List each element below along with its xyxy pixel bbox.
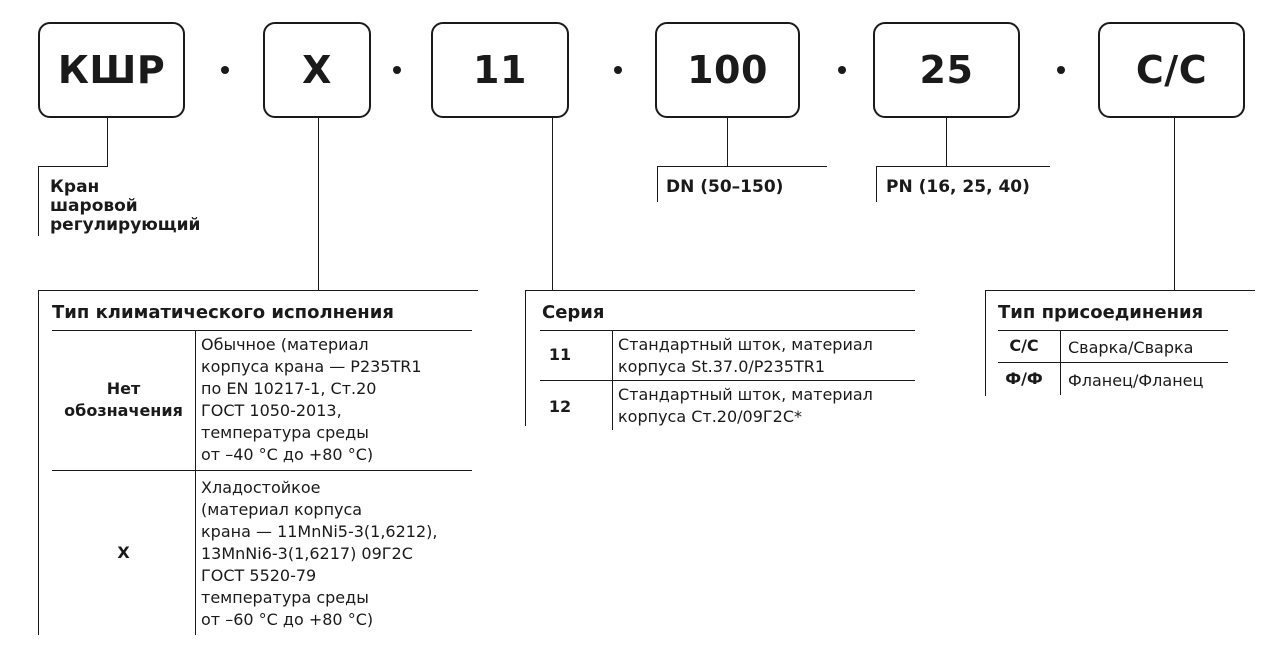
climate-desc: Обычное (материал корпуса крана — P235TR… <box>201 335 422 464</box>
separator-dot <box>393 66 401 74</box>
table-rule <box>985 290 1255 291</box>
table-rule <box>525 290 526 426</box>
code-box-kshr: КШР <box>38 22 185 118</box>
code-box-series: 11 <box>431 22 569 118</box>
leader-line <box>38 166 108 167</box>
climate-table-title: Тип климатического исполнения <box>52 302 394 323</box>
table-rule <box>38 290 39 635</box>
leader-line <box>107 118 108 166</box>
connection-table-title: Тип присоединения <box>998 302 1204 323</box>
connection-desc: Фланец/Фланец <box>1068 371 1204 390</box>
climate-key: Нет обозначения <box>64 379 183 420</box>
table-rule <box>612 330 613 430</box>
table-rule <box>998 362 1228 363</box>
table-rule <box>1060 330 1061 395</box>
climate-desc: Хладостойкое (материал корпуса крана — 1… <box>201 478 438 629</box>
leader-line <box>657 166 658 202</box>
separator-dot <box>1057 66 1065 74</box>
connection-desc: Сварка/Сварка <box>1068 338 1194 357</box>
pn-label: PN (16, 25, 40) <box>886 177 1030 197</box>
table-rule <box>52 330 472 331</box>
series-key: 12 <box>548 397 572 416</box>
code-box-pn: 25 <box>873 22 1020 118</box>
leader-line <box>1174 118 1175 290</box>
separator-dot <box>221 66 229 74</box>
dn-label: DN (50–150) <box>666 177 784 197</box>
climate-key: Х <box>117 543 130 562</box>
code-box-climate: Х <box>263 22 371 118</box>
table-rule <box>985 290 986 396</box>
leader-line <box>946 118 947 166</box>
leader-line <box>876 166 1050 167</box>
series-key: 11 <box>548 345 572 364</box>
leader-line <box>38 166 39 236</box>
table-rule <box>38 290 478 291</box>
code-box-connection: С/С <box>1098 22 1245 118</box>
kshr-description: Кран шаровой регулирующий <box>50 177 201 235</box>
leader-line <box>552 118 553 290</box>
leader-line <box>318 118 319 290</box>
leader-line <box>657 166 827 167</box>
table-rule <box>540 330 915 331</box>
series-desc: Стандартный шток, материал корпуса Ст.20… <box>618 385 873 426</box>
table-rule <box>195 330 196 635</box>
code-box-dn: 100 <box>655 22 800 118</box>
leader-line <box>727 118 728 166</box>
table-rule <box>52 470 472 471</box>
connection-key: С/С <box>1009 336 1039 355</box>
table-rule <box>998 330 1228 331</box>
table-rule <box>540 380 915 381</box>
separator-dot <box>614 66 622 74</box>
table-rule <box>525 290 915 291</box>
connection-key: Ф/Ф <box>1005 369 1043 388</box>
series-table-title: Серия <box>542 302 605 323</box>
leader-line <box>876 166 877 202</box>
separator-dot <box>838 66 846 74</box>
series-desc: Стандартный шток, материал корпуса St.37… <box>618 335 873 376</box>
